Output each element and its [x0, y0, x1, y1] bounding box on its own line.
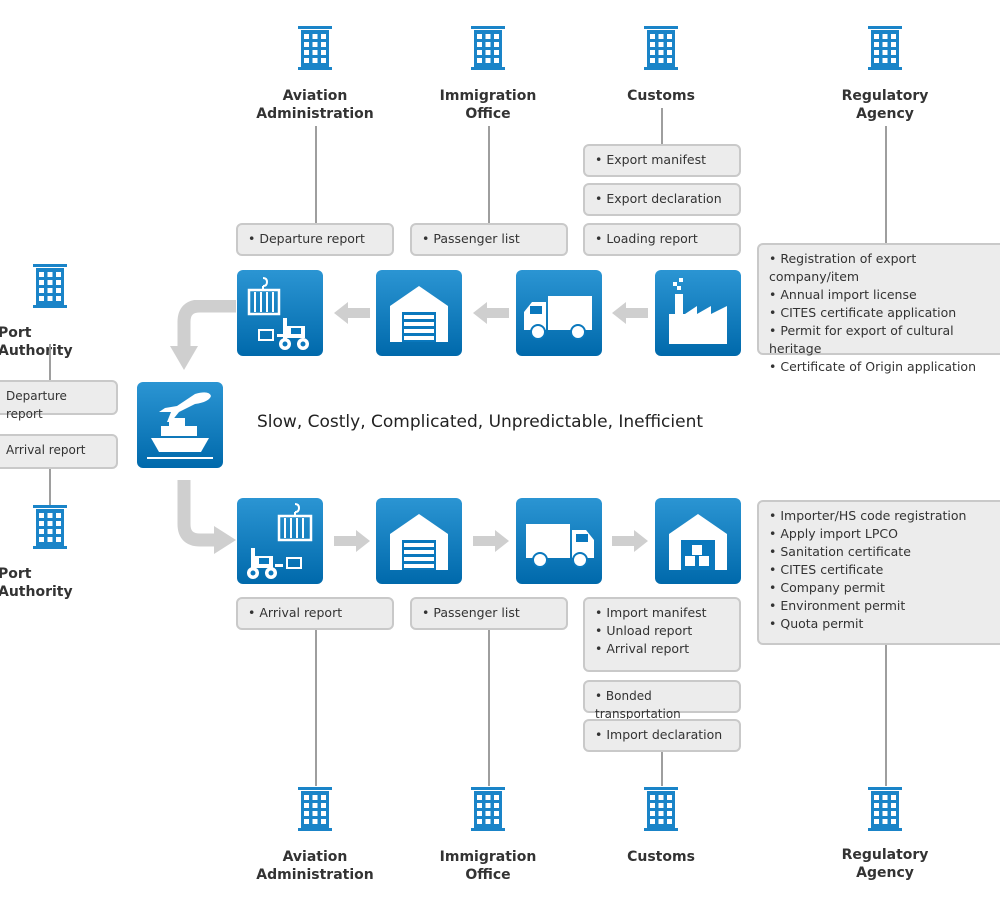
building-icon	[471, 787, 505, 831]
center-title: Slow, Costly, Complicated, Unpredictable…	[257, 412, 704, 432]
agency-label-immigration-bottom: Immigration Office	[439, 849, 537, 883]
agency-label-immigration-top: Immigration Office	[439, 88, 537, 122]
arrow-left-icon	[334, 302, 370, 324]
warehouse-icon	[390, 286, 448, 342]
doc-item: Loading report	[595, 230, 729, 248]
connector-line	[885, 126, 887, 244]
building-icon	[33, 505, 67, 549]
doc-item: CITES certificate application	[769, 304, 995, 322]
doc-item: Arrival report	[6, 443, 86, 457]
doc-item: Export declaration	[595, 190, 729, 208]
connector-line	[315, 126, 317, 224]
doc-box-loading-report: Loading report	[583, 223, 741, 256]
doc-item: Unload report	[595, 622, 729, 640]
step-warehouse-import	[376, 498, 462, 584]
step-crane-forklift-export	[237, 270, 323, 356]
doc-item: Departure report	[6, 389, 67, 421]
doc-item: Environment permit	[769, 597, 995, 615]
warehouse-boxes-icon	[669, 514, 727, 570]
agency-label-aviation-top: Aviation Administration	[256, 88, 374, 122]
doc-item: Registration of export company/item	[769, 250, 995, 286]
crane-forklift-icon	[247, 503, 313, 579]
connector-line	[488, 630, 490, 786]
building-icon	[644, 26, 678, 70]
agency-label-customs-top: Customs	[627, 88, 695, 104]
step-warehouse-export	[376, 270, 462, 356]
warehouse-icon	[390, 514, 448, 570]
building-icon	[868, 787, 902, 831]
doc-box-departure-report: Departure report	[236, 223, 394, 256]
step-truck-import	[516, 498, 602, 584]
doc-item: Certificate of Origin application	[769, 358, 995, 376]
agency-label-regulatory-bottom: Regulatory Agency	[841, 847, 929, 881]
doc-box-regulatory-export: Registration of export company/item Annu…	[757, 243, 1000, 374]
doc-item: Arrival report	[248, 604, 382, 622]
step-transport	[137, 382, 223, 468]
connector-line	[49, 344, 51, 380]
doc-item: Bonded transportation	[595, 687, 729, 723]
building-icon	[33, 264, 67, 308]
factory-icon	[669, 278, 727, 344]
building-icon	[298, 26, 332, 70]
port-authority-label-top: Port Authority	[0, 325, 73, 359]
arrow-right-icon	[473, 530, 509, 552]
step-truck-export	[516, 270, 602, 356]
curved-arrow-right-icon	[177, 480, 236, 554]
doc-item: Export manifest	[595, 151, 729, 169]
building-icon	[471, 26, 505, 70]
building-icon	[644, 787, 678, 831]
doc-box-export-declaration: Export declaration	[583, 183, 741, 216]
truck-icon	[524, 296, 592, 340]
doc-box-port-departure: Departure report	[0, 380, 118, 421]
doc-item: Company permit	[769, 579, 995, 597]
step-factory-export	[655, 270, 741, 356]
doc-box-passenger-list-export: Passenger list	[410, 223, 568, 256]
arrow-left-icon	[473, 302, 509, 324]
building-icon	[868, 26, 902, 70]
port-authority-label-bottom: Port Authority	[0, 566, 73, 600]
doc-item: CITES certificate	[769, 561, 995, 579]
doc-item: Apply import LPCO	[769, 525, 995, 543]
doc-item: Departure report	[248, 230, 382, 248]
connector-line	[488, 126, 490, 224]
truck-icon	[526, 524, 594, 568]
doc-box-export-manifest: Export manifest	[583, 144, 741, 177]
doc-box-bonded-transportation: Bonded transportation	[583, 680, 741, 721]
arrow-left-icon	[612, 302, 648, 324]
doc-box-passenger-list-import: Passenger list	[410, 597, 568, 630]
arrow-right-icon	[334, 530, 370, 552]
step-crane-forklift-import	[237, 498, 323, 584]
doc-item: Importer/HS code registration	[769, 507, 995, 525]
doc-item: Import manifest	[595, 604, 729, 622]
agency-label-regulatory-top: Regulatory Agency	[841, 88, 929, 122]
agency-label-aviation-bottom: Aviation Administration	[256, 849, 374, 883]
doc-item: Passenger list	[422, 230, 556, 248]
connector-line	[885, 645, 887, 786]
connector-line	[315, 630, 317, 786]
crane-forklift-icon	[247, 277, 309, 350]
plane-ship-icon	[147, 392, 213, 459]
doc-box-import-declaration: Import declaration	[583, 719, 741, 752]
connector-line	[661, 752, 663, 786]
agency-label-customs-bottom: Customs	[627, 849, 695, 865]
step-warehouse-boxes-import	[655, 498, 741, 584]
doc-item: Quota permit	[769, 615, 995, 633]
connector-line	[49, 469, 51, 505]
connector-line	[661, 108, 663, 146]
doc-item: Passenger list	[422, 604, 556, 622]
doc-box-import-manifest: Import manifest Unload report Arrival re…	[583, 597, 741, 672]
doc-item: Permit for export of cultural heritage	[769, 322, 995, 358]
doc-box-arrival-report: Arrival report	[236, 597, 394, 630]
curved-arrow-down-icon	[170, 300, 236, 370]
doc-item: Import declaration	[595, 726, 729, 744]
doc-item: Annual import license	[769, 286, 995, 304]
doc-box-port-arrival: Arrival report	[0, 434, 118, 469]
doc-item: Sanitation certificate	[769, 543, 995, 561]
arrow-right-icon	[612, 530, 648, 552]
doc-box-regulatory-import: Importer/HS code registration Apply impo…	[757, 500, 1000, 645]
building-icon	[298, 787, 332, 831]
doc-item: Arrival report	[595, 640, 729, 658]
